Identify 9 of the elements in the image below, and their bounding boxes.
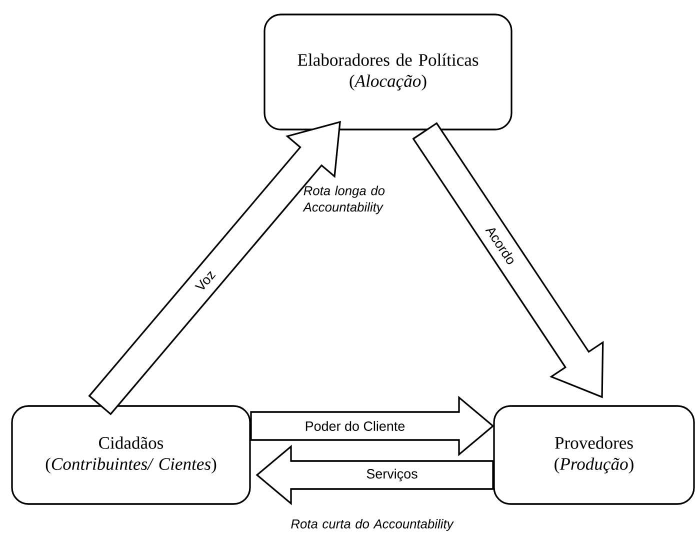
note-text: Rota curta do Accountability (291, 519, 454, 531)
edge-label: Poder do Cliente (304, 420, 406, 432)
block-arrow (256, 444, 494, 506)
rounded-box: Provedores (Produção) (493, 405, 695, 505)
note-text: Rota longa do Accountability (302, 186, 385, 214)
rounded-box: Elaboradores de Políticas (Alocação) (264, 14, 512, 130)
edge-label: Serviços (365, 468, 419, 482)
edge-label: Voz (192, 267, 218, 294)
rounded-box: Cidadãos (Contribuintes/ Cientes) (11, 405, 251, 505)
